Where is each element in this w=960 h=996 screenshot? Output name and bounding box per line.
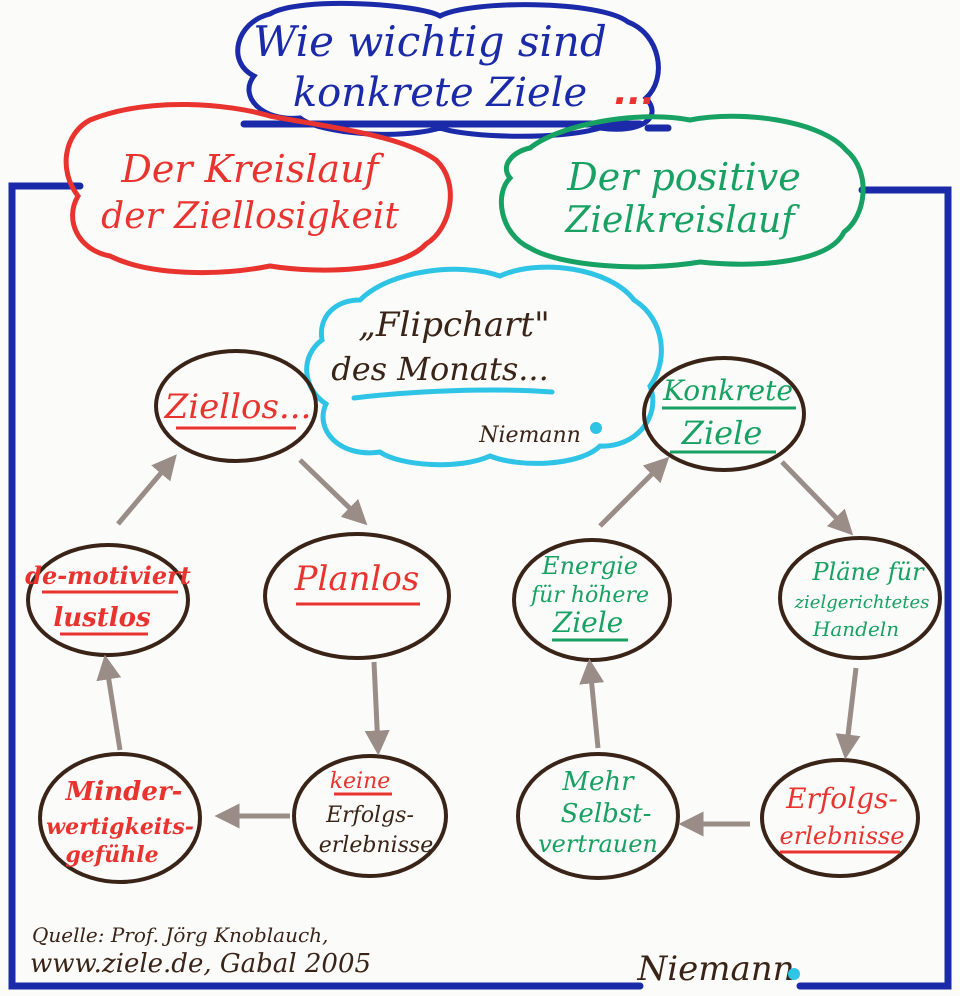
right-cloud-line-1: Der positive: [566, 155, 800, 199]
node-demot-line-1: de-motiviert: [25, 561, 191, 590]
node-energie-line-3: Ziele: [552, 606, 624, 639]
arrow-selbstvertrauen-to-energie: [579, 658, 605, 749]
node-minderwertigkeit: [38, 752, 202, 884]
node-energie-line-1: Energie: [541, 552, 638, 580]
node-ziellos: [154, 349, 318, 463]
left-cloud-line-2: der Ziellosigkeit: [101, 196, 399, 237]
source-line-1: Quelle: Prof. Jörg Knoblauch,: [32, 923, 328, 947]
node-planlos-label: Planlos: [294, 559, 420, 599]
arrow-energie-to-konkrete: [598, 456, 670, 528]
node-mehr-line-3: vertrauen: [538, 830, 658, 858]
title-cloud: [235, 0, 661, 139]
arrow-planlos-to-keine: [364, 661, 390, 756]
title-dots: ...: [614, 72, 655, 113]
node-erfolg-line-1: Erfolgs-: [785, 782, 898, 815]
node-plaene-line-2: zielgerichtetes: [794, 592, 930, 613]
node-keine-erfolgserlebnisse: [292, 754, 448, 878]
node-planlos: [263, 532, 451, 660]
node-konkrete-line-1: Konkrete: [662, 374, 793, 407]
node-minder-line-2: wertigkeits-: [46, 814, 194, 840]
signature-dot: [590, 422, 602, 434]
node-mehr-line-1: Mehr: [561, 767, 635, 797]
node-keine-line-1: keine: [330, 769, 391, 794]
node-ziellos-label: Ziellos...: [164, 387, 312, 427]
node-mehr-line-2: Selbst-: [561, 799, 652, 829]
blue-frame: [8, 120, 952, 990]
node-plaene: [778, 536, 942, 660]
node-keine-line-2: Erfolgs-: [325, 803, 414, 828]
arrow-demotiviert-to-ziellos: [116, 454, 177, 526]
node-energie-line-2: für höhere: [529, 583, 649, 608]
node-minder-line-3: gefühle: [65, 842, 158, 868]
node-selbstvertrauen: [516, 752, 680, 880]
center-cloud-line-1: „Flipchart": [358, 305, 549, 345]
arrow-plaene-to-erfolg: [835, 667, 861, 760]
right-cloud-line-2: Zielkreislauf: [564, 200, 800, 241]
node-erfolgserlebnisse: [760, 758, 920, 878]
arrow-konkrete-to-plaene: [780, 460, 854, 536]
node-konkrete-ziele: [642, 356, 806, 472]
footer-signature: Niemann: [636, 949, 794, 989]
node-plaene-line-1: Pläne für: [811, 558, 925, 586]
node-minder-line-1: Minder-: [65, 777, 183, 807]
center-cloud-signature: Niemann: [478, 423, 581, 448]
node-erfolg-line-2: erlebnisse: [780, 822, 905, 850]
center-cloud-underline: [351, 387, 555, 401]
arrow-minder-to-demotiviert: [96, 654, 123, 751]
title-line-2: konkrete Ziele: [293, 70, 587, 116]
arrow-ziellos-to-planlos: [298, 458, 368, 526]
center-cloud-line-2: des Monats...: [331, 350, 549, 388]
source-line-2: www.ziele.de, Gabal 2005: [30, 949, 371, 979]
left-cloud-line-1: Der Kreislauf: [120, 147, 384, 191]
node-demot-line-2: lustlos: [53, 603, 151, 633]
right-cloud: [498, 113, 866, 270]
footer-signature-dot: [788, 968, 800, 980]
node-keine-line-3: erlebnisse: [319, 833, 433, 858]
node-konkrete-line-2: Ziele: [681, 414, 763, 452]
title-line-1: Wie wichtig sind: [253, 17, 607, 66]
left-cloud: [63, 102, 453, 276]
node-plaene-line-3: Handeln: [812, 617, 899, 641]
